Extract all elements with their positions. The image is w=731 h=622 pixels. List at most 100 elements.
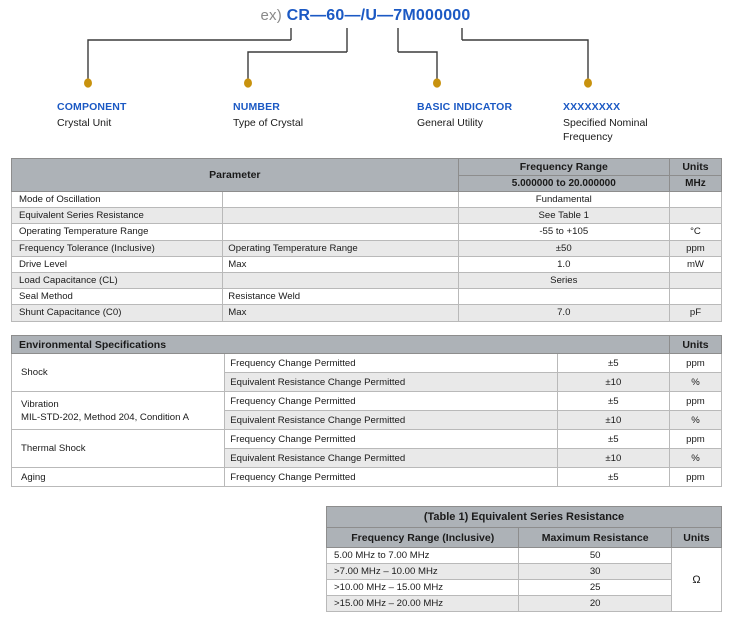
table-row: 5.00 MHz to 7.00 MHz 50 Ω bbox=[325, 547, 723, 612]
cell-units: pF bbox=[668, 304, 723, 322]
cell-condition bbox=[222, 207, 459, 225]
esr-table-body: 5.00 MHz to 7.00 MHz 50 Ω >7.00 MHz – 10… bbox=[325, 547, 723, 612]
header-parameter: Parameter bbox=[11, 158, 459, 192]
cell-category: Vibration MIL-STD-202, Method 204, Condi… bbox=[10, 391, 226, 430]
cell-condition: Max bbox=[222, 255, 459, 273]
cell-units: ppm bbox=[668, 239, 723, 257]
cell-value bbox=[457, 288, 670, 306]
cell-units: ppm bbox=[668, 353, 723, 373]
cell-units: ppm bbox=[668, 467, 723, 487]
table-row: Vibration MIL-STD-202, Method 204, Condi… bbox=[10, 391, 723, 430]
leader-lines bbox=[84, 28, 592, 88]
cell-value: ±10 bbox=[556, 372, 670, 392]
cell-parameter: Drive Level bbox=[10, 255, 224, 273]
cell-item: Frequency Change Permitted bbox=[224, 467, 558, 487]
cell-parameter: Mode of Oscillation bbox=[10, 190, 224, 209]
callout-dot-icon bbox=[584, 78, 592, 88]
cell-units: % bbox=[668, 372, 723, 392]
table-row: Aging Frequency Change Permitted ±5 ppm bbox=[10, 467, 723, 487]
cell-value: See Table 1 bbox=[457, 207, 670, 225]
cell-frequency-range: >7.00 MHz – 10.00 MHz bbox=[325, 563, 520, 580]
cell-value: ±10 bbox=[556, 448, 670, 468]
callout-title: NUMBER bbox=[233, 101, 280, 113]
cell-maximum-resistance: 20 bbox=[518, 595, 672, 612]
cell-parameter: Seal Method bbox=[10, 288, 224, 306]
cell-item: Frequency Change Permitted bbox=[224, 353, 558, 373]
cell-maximum-resistance: 25 bbox=[518, 579, 672, 596]
environmental-table-head: Environmental Specifications Units bbox=[11, 335, 723, 354]
cell-value: ±50 bbox=[457, 239, 670, 257]
table-row: Shock Frequency Change Permitted ±5 ppm bbox=[10, 353, 723, 392]
callout-description: Specified Nominal Frequency bbox=[563, 117, 648, 143]
cell-value: ±5 bbox=[556, 429, 670, 449]
cell-parameter: Equivalent Series Resistance bbox=[10, 207, 224, 225]
cell-units bbox=[668, 190, 723, 209]
callout-description: Crystal Unit bbox=[57, 117, 112, 129]
cell-category: Thermal Shock bbox=[10, 429, 226, 468]
cell-value: ±5 bbox=[556, 391, 670, 411]
cell-units bbox=[668, 288, 723, 306]
header-units: Units bbox=[670, 527, 723, 548]
cell-parameter: Shunt Capacitance (C0) bbox=[10, 304, 224, 322]
cell-condition: Resistance Weld bbox=[222, 288, 459, 306]
cell-value: ±10 bbox=[556, 410, 670, 430]
header-frequency-range: Frequency Range bbox=[457, 158, 670, 176]
cell-item: Equivalent Resistance Change Permitted bbox=[224, 448, 558, 468]
header-maximum-resistance: Maximum Resistance bbox=[518, 527, 672, 548]
environmental-table-body: Shock Frequency Change Permitted ±5 ppm … bbox=[10, 353, 723, 487]
cell-value: Fundamental bbox=[457, 190, 670, 209]
cell-category: Shock bbox=[10, 353, 226, 392]
table-row: Shunt Capacitance (C0) Max 7.0 pF bbox=[10, 304, 723, 322]
cell-units: % bbox=[668, 410, 723, 430]
callout-number: NUMBER Type of Crystal bbox=[233, 100, 303, 130]
part-number-diagram: ex) CR—60—/U—7M000000 COMPONENT Crystal … bbox=[0, 0, 731, 148]
cell-condition: Max bbox=[222, 304, 459, 322]
cell-value: Series bbox=[457, 271, 670, 290]
table-row: Drive Level Max 1.0 mW bbox=[10, 255, 723, 273]
table-row: Mode of Oscillation Fundamental bbox=[10, 190, 723, 209]
header-frequency-range: Frequency Range (Inclusive) bbox=[325, 527, 520, 548]
table-row: Equivalent Series Resistance See Table 1 bbox=[10, 207, 723, 225]
table-row: Thermal Shock Frequency Change Permitted… bbox=[10, 429, 723, 468]
cell-parameter: Operating Temperature Range bbox=[10, 223, 224, 241]
table-row: Frequency Tolerance (Inclusive) Operatin… bbox=[10, 239, 723, 257]
cell-units: ppm bbox=[668, 429, 723, 449]
cell-condition bbox=[222, 271, 459, 290]
esr-table-head: (Table 1) Equivalent Series Resistance F… bbox=[325, 506, 723, 548]
table-row: >10.00 MHz – 15.00 MHz 25 bbox=[325, 579, 722, 596]
cell-units: °C bbox=[668, 223, 723, 241]
table-row: >15.00 MHz – 20.00 MHz 20 bbox=[325, 595, 722, 612]
cell-units: ppm bbox=[668, 391, 723, 411]
cell-parameter: Frequency Tolerance (Inclusive) bbox=[10, 239, 224, 257]
callout-basic-indicator: BASIC INDICATOR General Utility bbox=[417, 100, 512, 130]
header-units: Units bbox=[668, 158, 723, 176]
callout-dot-icon bbox=[84, 78, 92, 88]
cell-value: 1.0 bbox=[457, 255, 670, 273]
cell-value: -55 to +105 bbox=[457, 223, 670, 241]
header-esr-title: (Table 1) Equivalent Series Resistance bbox=[326, 506, 722, 528]
table-row: Seal Method Resistance Weld bbox=[10, 288, 723, 306]
header-environmental-title: Environmental Specifications bbox=[11, 335, 670, 354]
cell-units: % bbox=[668, 448, 723, 468]
callout-dot-icon bbox=[433, 78, 441, 88]
cell-item: Frequency Change Permitted bbox=[224, 429, 558, 449]
header-units: Units bbox=[668, 335, 723, 354]
cell-maximum-resistance: 30 bbox=[518, 563, 672, 580]
cell-category-label: Vibration bbox=[21, 398, 59, 410]
cell-category-note: MIL-STD-202, Method 204, Condition A bbox=[21, 411, 189, 423]
example-prefix-label: ex) bbox=[260, 7, 282, 24]
callout-description: General Utility bbox=[417, 117, 483, 129]
cell-value: ±5 bbox=[556, 353, 670, 373]
callout-title: COMPONENT bbox=[57, 101, 127, 113]
cell-condition bbox=[222, 190, 459, 209]
cell-parameter: Load Capacitance (CL) bbox=[10, 271, 224, 290]
part-number-heading: ex) CR—60—/U—7M000000 bbox=[0, 7, 731, 25]
table-row: >7.00 MHz – 10.00 MHz 30 bbox=[325, 563, 722, 580]
callout-title: BASIC INDICATOR bbox=[417, 101, 513, 113]
cell-units: mW bbox=[668, 255, 723, 273]
environmental-specifications-table: Environmental Specifications Units Shock… bbox=[10, 335, 723, 487]
cell-maximum-resistance: 50 bbox=[518, 547, 672, 564]
parameters-table-head: Parameter Frequency Range Units 5.000000… bbox=[11, 158, 723, 192]
cell-units bbox=[668, 271, 723, 290]
table-row: Load Capacitance (CL) Series bbox=[10, 271, 723, 290]
